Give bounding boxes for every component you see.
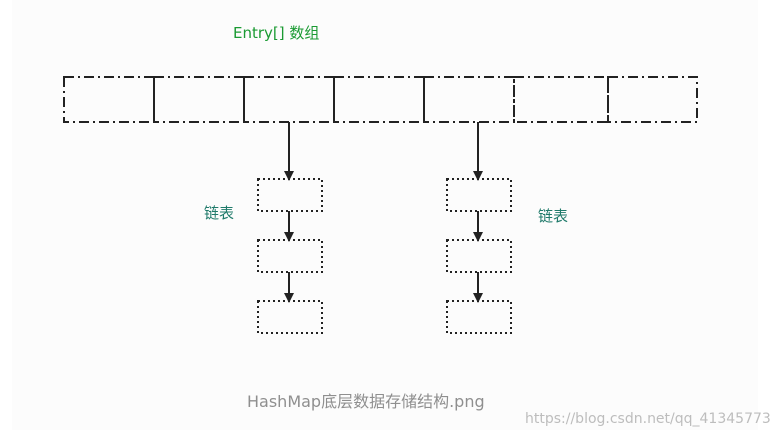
array-slot-5 xyxy=(423,76,515,123)
linked-list-label-right: 链表 xyxy=(538,207,569,225)
list-node xyxy=(446,239,512,273)
entry-array xyxy=(63,76,698,123)
list-node xyxy=(446,178,512,212)
linked-list-label-left: 链表 xyxy=(204,204,235,222)
diagram-panel xyxy=(12,0,758,430)
array-slot-1 xyxy=(63,76,155,123)
array-slot-6 xyxy=(513,76,609,123)
image-caption: HashMap底层数据存储结构.png xyxy=(247,392,485,411)
list-node xyxy=(257,300,323,334)
linked-list-left xyxy=(257,122,323,334)
list-node xyxy=(446,300,512,334)
list-node xyxy=(257,178,323,212)
diagram-title: Entry[] 数组 xyxy=(233,24,320,42)
source-watermark: https://blog.csdn.net/qq_41345773 xyxy=(525,411,771,427)
array-slot-7 xyxy=(607,76,698,123)
linked-list-right xyxy=(446,122,512,334)
array-slot-3 xyxy=(243,76,335,123)
array-slot-2 xyxy=(153,76,245,123)
array-slot-4 xyxy=(333,76,425,123)
list-node xyxy=(257,239,323,273)
